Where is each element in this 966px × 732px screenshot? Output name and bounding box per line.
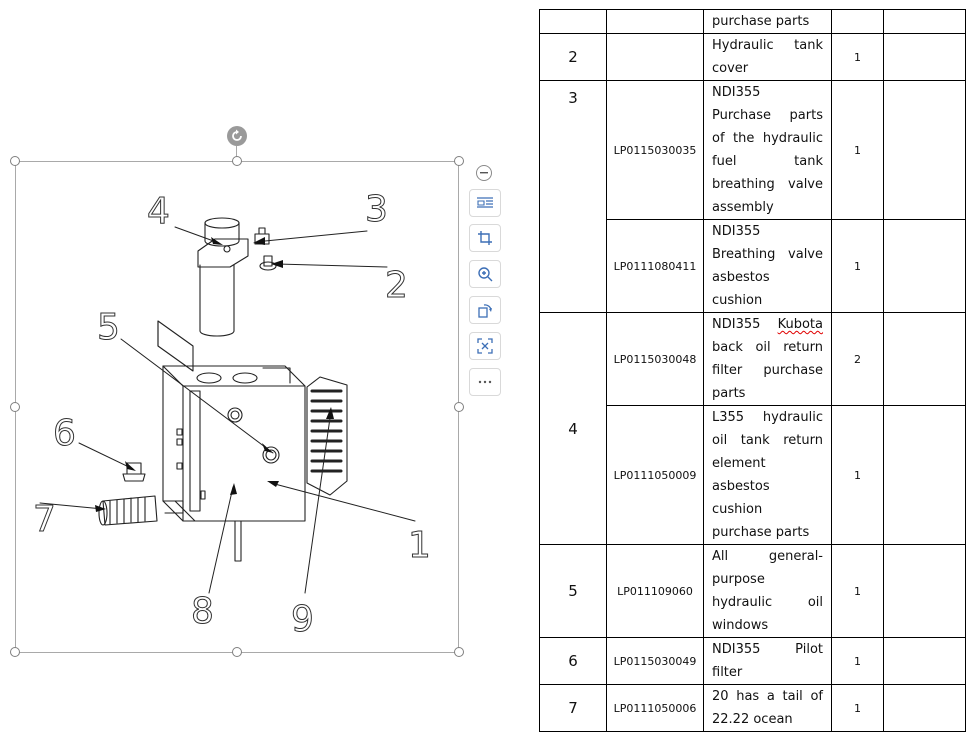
collapse-icon[interactable] bbox=[476, 165, 492, 181]
cell-no: 2 bbox=[539, 33, 607, 81]
rotate-stem bbox=[236, 146, 237, 161]
spellcheck-flagged-word[interactable]: Kubota bbox=[777, 317, 823, 332]
pilot-filter-part bbox=[122, 462, 146, 482]
cell-name: All general-purpose hydraulic oil window… bbox=[703, 544, 832, 638]
table-row: 6 LP0115030049 NDI355 Pilot filter 1 bbox=[539, 637, 966, 685]
cell-remark bbox=[883, 9, 966, 34]
cell-code: LP0115030035 bbox=[606, 80, 704, 220]
cell-name: Hydraulic tank cover bbox=[703, 33, 832, 81]
cell-remark bbox=[883, 33, 966, 81]
breather-valve-part bbox=[197, 217, 249, 337]
cell-qty: 1 bbox=[831, 80, 884, 220]
cell-name: NDI355 Breathing valve asbestos cushion bbox=[703, 219, 832, 313]
cell-remark bbox=[883, 544, 966, 638]
table-row: 4 LP0115030048 NDI355 Kubota back oil re… bbox=[539, 312, 966, 545]
cell-qty: 1 bbox=[831, 637, 884, 685]
zoom-in-icon bbox=[478, 267, 493, 282]
replace-image-button[interactable] bbox=[469, 332, 501, 360]
resize-handle-top-right[interactable] bbox=[454, 156, 464, 166]
rotate-handle-icon[interactable] bbox=[227, 126, 247, 146]
callout-1: 1 bbox=[408, 525, 431, 566]
callout-8: 8 bbox=[191, 591, 214, 632]
cell-qty: 1 bbox=[831, 684, 884, 732]
cell-no: 7 bbox=[539, 684, 607, 732]
cell-remark bbox=[883, 637, 966, 685]
cell-remark bbox=[883, 219, 966, 313]
cell-qty: 1 bbox=[831, 33, 884, 81]
resize-handle-bottom-right[interactable] bbox=[454, 647, 464, 657]
table-row: 3 LP0115030035 NDI355 Purchase parts of … bbox=[539, 80, 966, 313]
hydraulic-tank-body bbox=[157, 320, 306, 562]
cell-no: 4 bbox=[539, 312, 607, 545]
cell-code: LP011109060 bbox=[606, 544, 704, 638]
cell-no: 6 bbox=[539, 637, 607, 685]
cell-name: L355 hydraulic oil tank return element a… bbox=[703, 405, 832, 545]
exploded-view-drawing: 1 2 3 4 5 6 7 8 9 bbox=[33, 189, 432, 641]
resize-handle-top-left[interactable] bbox=[10, 156, 20, 166]
callout-7: 7 bbox=[33, 499, 56, 540]
name-text: back oil return filter purchase parts bbox=[712, 340, 823, 401]
cell-code: LP0111080411 bbox=[606, 219, 704, 313]
cell-code bbox=[606, 9, 704, 34]
cell-qty: 1 bbox=[831, 544, 884, 638]
cap-part bbox=[254, 227, 277, 271]
callout-4: 4 bbox=[147, 191, 170, 232]
zoom-in-button[interactable] bbox=[469, 260, 501, 288]
callout-9: 9 bbox=[291, 599, 314, 640]
callout-6: 6 bbox=[53, 413, 76, 454]
parts-list-table: purchase parts 2 Hydraulic tank cover 1 … bbox=[539, 9, 966, 732]
cell-code: LP0115030048 bbox=[606, 312, 704, 406]
resize-handle-bottom-center[interactable] bbox=[232, 647, 242, 657]
cell-code bbox=[606, 33, 704, 81]
cell-remark bbox=[883, 80, 966, 220]
callout-5: 5 bbox=[97, 307, 120, 348]
callout-2: 2 bbox=[385, 265, 408, 306]
table-row: LP0111080411 NDI355 Breathing valve asbe… bbox=[540, 219, 966, 313]
replace-image-icon bbox=[477, 338, 493, 354]
cell-no: 5 bbox=[539, 544, 607, 638]
resize-handle-middle-left[interactable] bbox=[10, 402, 20, 412]
cell-remark bbox=[883, 684, 966, 732]
return-filter-part bbox=[98, 495, 184, 526]
cell-qty bbox=[831, 9, 884, 34]
table-row: 5 LP011109060 All general-purpose hydrau… bbox=[539, 544, 966, 638]
cell-qty: 1 bbox=[831, 405, 884, 545]
table-row: purchase parts bbox=[539, 9, 966, 34]
cell-code: LP0115030049 bbox=[606, 637, 704, 685]
crop-button[interactable] bbox=[469, 224, 501, 252]
cell-name: NDI355 Pilot filter bbox=[703, 637, 832, 685]
cell-name: NDI355 Kubota back oil return filter pur… bbox=[703, 312, 832, 406]
cell-qty: 1 bbox=[831, 219, 884, 313]
cell-remark bbox=[883, 312, 966, 406]
cell-code: LP0111050009 bbox=[606, 405, 704, 545]
cell-remark bbox=[883, 405, 966, 545]
more-options-button[interactable] bbox=[469, 368, 501, 396]
name-text: NDI355 bbox=[712, 317, 778, 332]
resize-handle-middle-right[interactable] bbox=[454, 402, 464, 412]
cell-no: 3 bbox=[539, 80, 607, 313]
cell-code: LP0111050006 bbox=[606, 684, 704, 732]
resize-handle-bottom-left[interactable] bbox=[10, 647, 20, 657]
callout-3: 3 bbox=[365, 189, 388, 230]
cell-qty: 2 bbox=[831, 312, 884, 406]
table-row: 2 Hydraulic tank cover 1 bbox=[539, 33, 966, 81]
cell-name: purchase parts bbox=[703, 9, 832, 34]
crop-icon bbox=[478, 231, 492, 245]
resize-handle-top-center[interactable] bbox=[232, 156, 242, 166]
table-row: 7 LP0111050006 20 has a tail of 22.22 oc… bbox=[539, 684, 966, 732]
more-icon bbox=[478, 380, 492, 384]
rotate-icon bbox=[478, 304, 492, 318]
cell-name: 20 has a tail of 22.22 ocean bbox=[703, 684, 832, 732]
rotate-button[interactable] bbox=[469, 296, 501, 324]
cell-name: NDI355 Purchase parts of the hydraulic f… bbox=[703, 80, 832, 220]
cell-no bbox=[539, 9, 607, 34]
wrap-text-icon bbox=[477, 197, 493, 208]
wrap-text-button[interactable] bbox=[469, 189, 501, 217]
